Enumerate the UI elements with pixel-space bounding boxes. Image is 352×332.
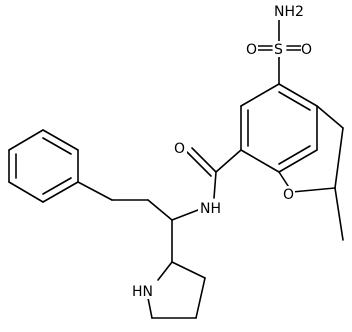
- atom-labels: NH2 S O O O NH O HN: [130, 2, 313, 300]
- bond-carbonyl-o-a: [191, 147, 217, 173]
- bond-ring-inner-1: [278, 91, 311, 111]
- bond-furan-c3: [316, 105, 344, 129]
- bond-pyr-4: [147, 297, 153, 319]
- bond-ring-carbonyl: [215, 149, 242, 173]
- atom-amide-nh: NH: [200, 201, 221, 217]
- bond-pyr-5: [157, 261, 173, 281]
- atom-pyrrolidine-nh: HN: [132, 284, 153, 300]
- atom-amide-oxygen: O: [174, 141, 185, 157]
- bond-pyr-1: [171, 261, 206, 279]
- atom-furan-oxygen: O: [283, 187, 294, 203]
- bond-ph-inner-1: [42, 137, 72, 155]
- bond-ring-3: [278, 149, 318, 173]
- bond-ch2b-phenyl: [77, 181, 113, 201]
- bond-ph-6: [42, 181, 79, 203]
- bond-furan-c2-o: [291, 187, 336, 193]
- bond-ring-inner-2: [278, 145, 311, 165]
- bond-ph-inner-3: [42, 177, 72, 195]
- bond-ch-ch2a: [147, 199, 173, 221]
- atom-sulfonyl-oxygen-left: O: [246, 42, 257, 58]
- bond-pyr-2: [195, 277, 206, 319]
- atom-sulfonyl-oxygen-right: O: [301, 42, 312, 58]
- bond-furan-c3-c2: [334, 127, 344, 189]
- bonds: [8, 17, 344, 319]
- atom-nh2: NH2: [274, 4, 304, 20]
- bond-ring-6: [240, 83, 280, 107]
- atom-sulfur: S: [274, 42, 283, 58]
- bond-ring-4: [240, 149, 280, 173]
- bond-ph-2: [42, 129, 79, 151]
- bond-ph-5: [8, 181, 44, 203]
- bond-ph-3: [8, 129, 44, 151]
- bond-carbonyl-o-b: [186, 151, 212, 177]
- bond-ring-1: [278, 83, 318, 107]
- bond-methyl: [334, 187, 344, 241]
- bond-carbonyl-n: [213, 171, 217, 199]
- bond-n-ch: [171, 209, 199, 221]
